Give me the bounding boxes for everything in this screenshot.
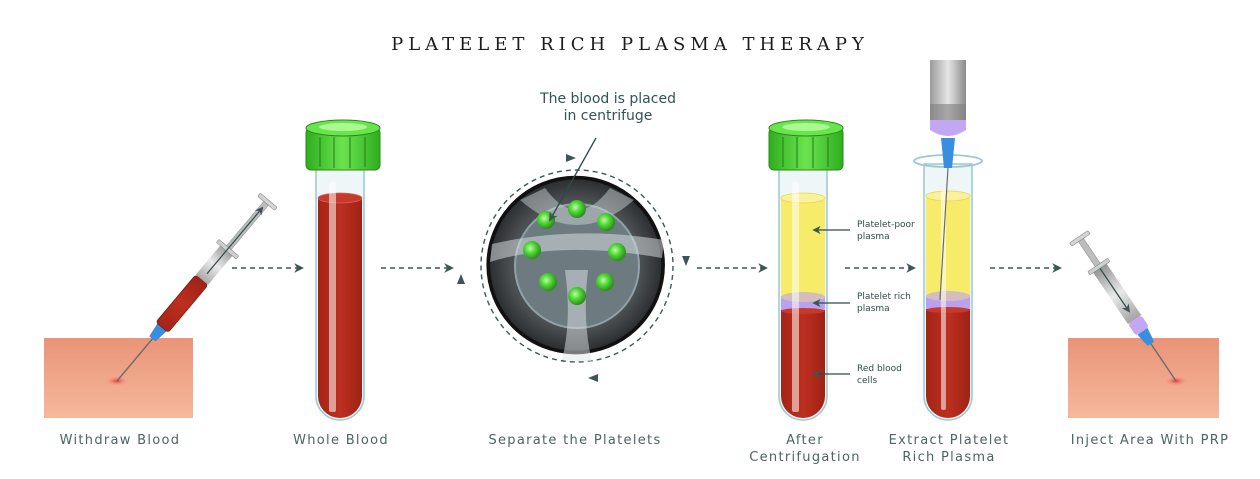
withdraw-step — [44, 193, 278, 418]
syringe-inject — [1069, 230, 1177, 382]
step-label-after-centrifugation: After Centrifugation — [749, 433, 861, 465]
centrifuge-tubes — [523, 200, 626, 305]
layer-label-platelet-rich-plasma: Platelet rich plasma — [857, 292, 911, 314]
centrifuge-callout: The blood is placed in centrifuge — [528, 91, 688, 125]
step-label-inject-prp: Inject Area With PRP — [1070, 433, 1230, 448]
rotation-arrow-bottom — [588, 374, 598, 382]
rotation-arrow-top — [566, 154, 576, 162]
callout-line-1: The blood is placed — [540, 91, 676, 107]
skin-patch — [1068, 338, 1219, 418]
syringe-extract — [930, 60, 966, 301]
separated-tube — [768, 119, 850, 421]
step-label-whole-blood: Whole Blood — [293, 433, 389, 448]
step-label-extract-prp: Extract Platelet Rich Plasma — [888, 433, 1010, 465]
centrifuge — [457, 137, 690, 382]
rotation-arrow-left — [457, 274, 465, 284]
green-cap — [305, 119, 381, 171]
layer-label-platelet-poor-plasma: Platelet-poor plasma — [857, 220, 915, 242]
green-cap — [768, 119, 844, 171]
callout-pointer — [549, 137, 597, 222]
callout-line-2: in centrifuge — [563, 108, 653, 124]
step-label-separate-platelets: Separate the Platelets — [488, 433, 662, 448]
step-label-withdraw-blood: Withdraw Blood — [59, 433, 181, 448]
rotation-arrow-right — [682, 256, 690, 266]
extract-tube — [913, 60, 983, 421]
inject-step — [1068, 230, 1219, 418]
diagram-title: PLATELET RICH PLASMA THERAPY — [391, 34, 869, 55]
layer-label-red-blood-cells: Red blood cells — [857, 364, 902, 386]
whole-blood-tube — [305, 119, 381, 421]
syringe-withdraw — [116, 193, 278, 382]
